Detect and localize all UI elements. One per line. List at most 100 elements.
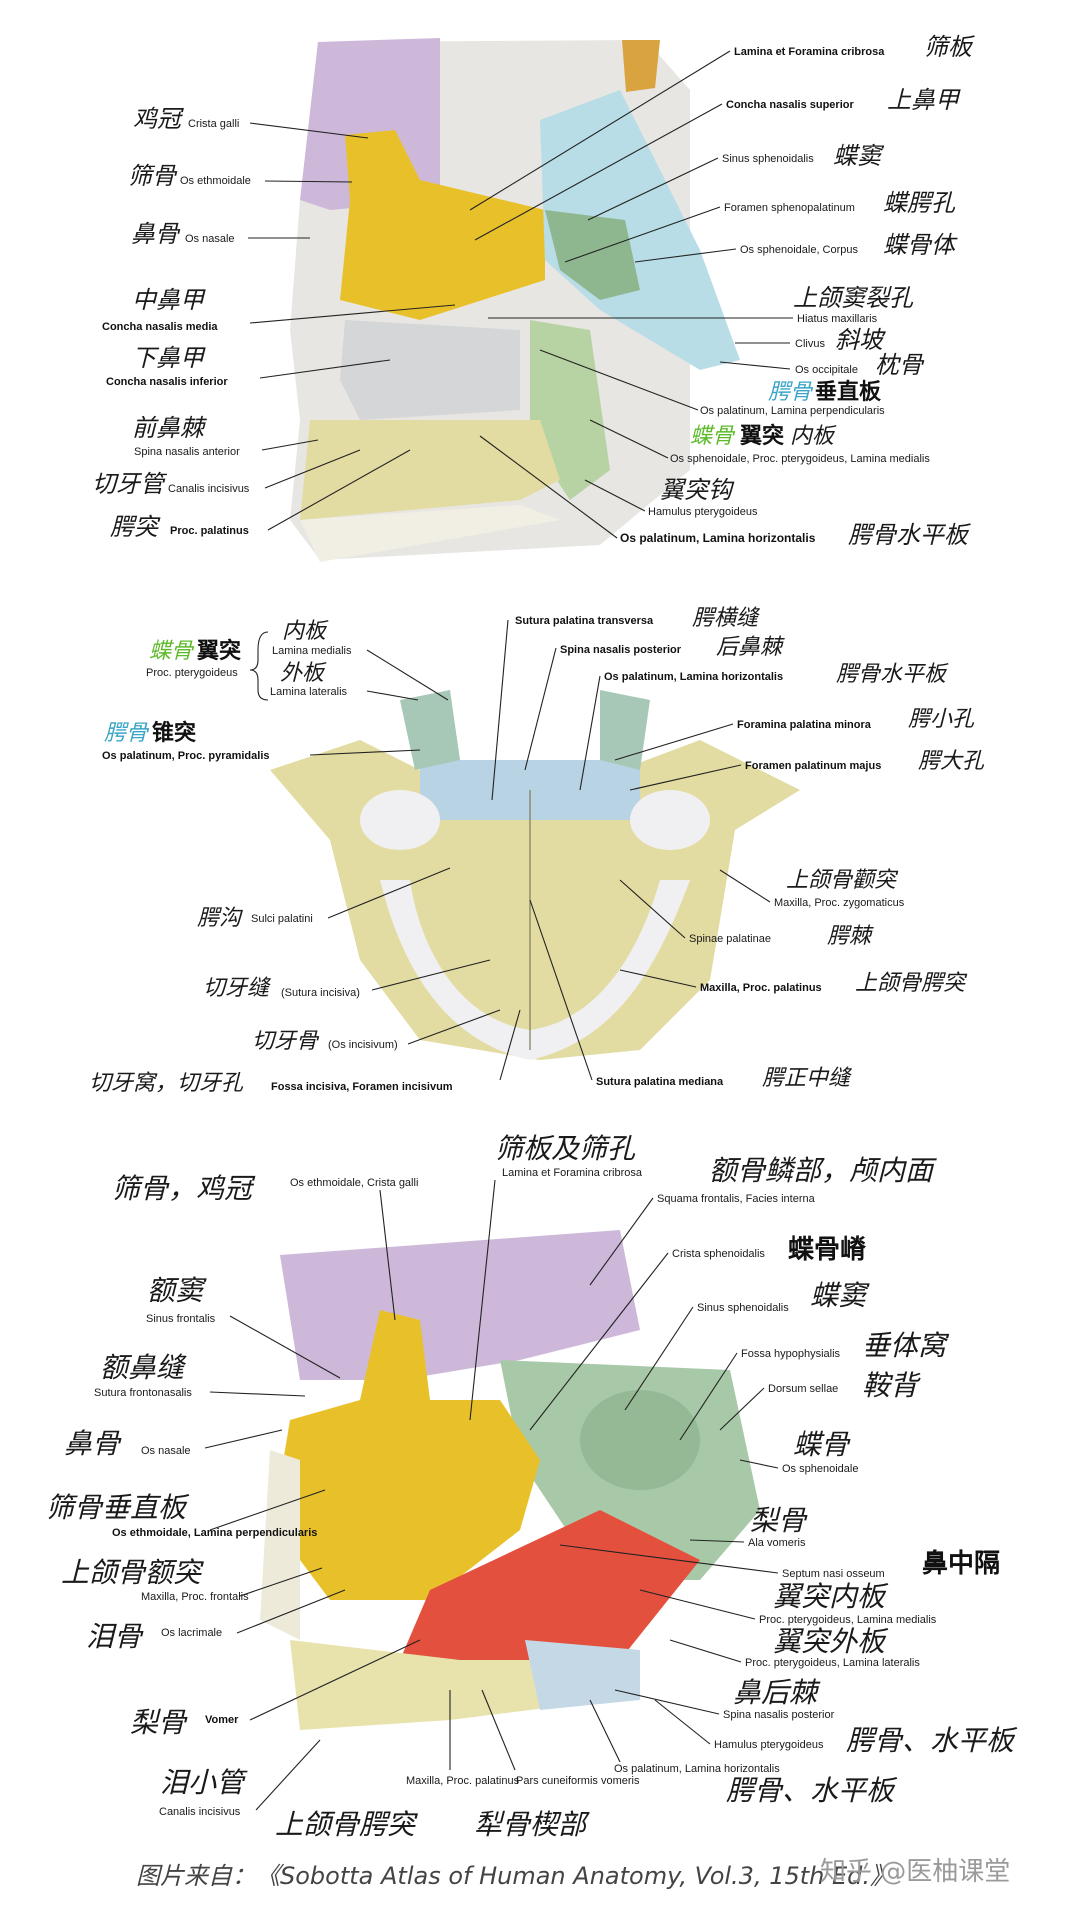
- label-la: Proc. palatinus: [170, 525, 249, 537]
- label-la: Pars cuneiformis vomeris: [516, 1775, 640, 1787]
- label-la: Foramen sphenopalatinum: [724, 202, 855, 214]
- pterygoid-right-shape: [600, 690, 650, 770]
- label-zh: 筛骨: [128, 162, 178, 190]
- label-zh: 翼突钩: [660, 476, 735, 504]
- label-zh: 上颌骨颧突: [786, 868, 899, 893]
- ethmoid-perpendicular-shape: [280, 1310, 540, 1600]
- label-zh: 鼻骨: [131, 220, 181, 248]
- label-zh: 腭大孔: [918, 749, 985, 774]
- label-zh: 腭横缝: [692, 606, 761, 631]
- label-zh: 垂直板: [815, 379, 882, 405]
- label-la: Sinus sphenoidalis: [722, 153, 814, 165]
- label-zh: 筛板及筛孔: [495, 1132, 636, 1165]
- label-zh: 筛骨垂直板: [46, 1491, 190, 1524]
- label-zh: 蝶骨嵴: [788, 1235, 867, 1265]
- label-la: Septum nasi osseum: [782, 1568, 885, 1580]
- label-la: Clivus: [795, 338, 825, 350]
- vomer-shape: [400, 1510, 700, 1690]
- label-la: Maxilla, Proc. palatinus: [406, 1775, 520, 1787]
- label-la: Os palatinum, Lamina horizontalis: [620, 531, 816, 545]
- label-zh: 犁骨楔部: [474, 1808, 590, 1841]
- label-zh: 下鼻甲: [132, 344, 206, 372]
- label-zh: 内板: [790, 424, 837, 449]
- label-zh: 泪骨: [86, 1620, 144, 1653]
- label-la: Os nasale: [141, 1445, 191, 1457]
- label-la: Sutura palatina transversa: [515, 615, 654, 627]
- label-zh: 腭突: [110, 513, 161, 541]
- label-zh: 鼻骨: [64, 1427, 122, 1460]
- label-la: Sinus sphenoidalis: [697, 1302, 789, 1314]
- palatine-horizontal-shape: [525, 1640, 640, 1710]
- ethmoid-shape: [340, 130, 545, 320]
- label-la: Foramina palatina minora: [737, 719, 872, 731]
- figure-lateral-nasal-wall: [290, 38, 740, 562]
- fig1-right-labels: Lamina et Foramina cribrosa 筛板 Concha na…: [469, 33, 975, 549]
- label-la: Os palatinum, Lamina perpendicularis: [700, 405, 885, 417]
- label-la: Spinae palatinae: [689, 933, 771, 945]
- label-zh: 上颌窦裂孔: [793, 284, 914, 312]
- label-zh: 腭骨、水平板: [846, 1724, 1018, 1757]
- label-zh: 腭骨、水平板: [726, 1774, 898, 1807]
- label-zh: 切牙骨: [252, 1029, 320, 1054]
- label-zh: 额骨鳞部，颅内面: [709, 1154, 937, 1187]
- label-zh: 中鼻甲: [132, 286, 206, 314]
- watermark: 知乎 @医柚课堂: [820, 1857, 1010, 1887]
- molar-left-shape: [360, 790, 440, 850]
- label-la: Canalis incisivus: [168, 483, 250, 495]
- label-zh: 蝶窦: [810, 1279, 870, 1312]
- label-zh: 鼻后棘: [733, 1676, 821, 1709]
- label-zh: 筛板: [924, 33, 975, 61]
- label-la: (Os incisivum): [328, 1039, 398, 1051]
- label-la: Maxilla, Proc. frontalis: [141, 1591, 249, 1603]
- label-la: Spina nasalis posterior: [560, 644, 682, 656]
- fig2-labels: 蝶骨 翼突 Proc. pterygoideus 内板 Lamina media…: [89, 606, 985, 1096]
- sphenoid-sinus-shape: [580, 1390, 700, 1490]
- label-zh: 锥突: [152, 720, 196, 746]
- figure-nasal-septum: [260, 1230, 760, 1730]
- label-la: Maxilla, Proc. palatinus: [700, 982, 822, 994]
- label-la: Dorsum sellae: [768, 1383, 838, 1395]
- label-la: Sinus frontalis: [146, 1313, 216, 1325]
- label-zh: 翼突: [740, 423, 784, 449]
- label-la: Hiatus maxillaris: [797, 313, 878, 325]
- label-la: Spina nasalis posterior: [723, 1709, 835, 1721]
- label-zh: 内板: [282, 619, 329, 644]
- label-zh: 鼻中隔: [922, 1549, 1000, 1579]
- label-la: Hamulus pterygoideus: [714, 1739, 824, 1751]
- label-zh: 蝶骨: [149, 639, 195, 664]
- label-la: Crista galli: [188, 118, 239, 130]
- frontal-bone-shape: [280, 1230, 640, 1380]
- teeth-shape: [300, 505, 560, 562]
- label-la: Crista sphenoidalis: [672, 1248, 765, 1260]
- label-zh: 筛骨，鸡冠: [112, 1172, 256, 1205]
- label-la: Lamina medialis: [272, 645, 352, 657]
- label-zh: 梨骨: [130, 1706, 188, 1739]
- label-la: Squama frontalis, Facies interna: [657, 1193, 816, 1205]
- label-la: Concha nasalis media: [102, 321, 218, 333]
- label-zh: 上颌骨额突: [61, 1556, 204, 1589]
- label-la: Os sphenoidale, Corpus: [740, 244, 859, 256]
- label-zh: 腭小孔: [908, 707, 975, 732]
- label-zh: 切牙窝，切牙孔: [89, 1071, 244, 1096]
- label-la: Os palatinum, Proc. pyramidalis: [102, 750, 270, 762]
- label-la: Fossa hypophysialis: [741, 1348, 841, 1360]
- label-zh: 腭正中缝: [762, 1066, 853, 1091]
- pterygoid-left-shape: [400, 690, 460, 770]
- label-zh: 上颌骨腭突: [855, 971, 968, 996]
- label-zh: 泪小管: [160, 1766, 248, 1799]
- label-zh: 垂体窝: [862, 1329, 950, 1362]
- molar-right-shape: [630, 790, 710, 850]
- crista-region-shape: [622, 40, 660, 92]
- label-zh: 翼突: [197, 638, 241, 664]
- label-la: Canalis incisivus: [159, 1806, 241, 1818]
- label-zh: 后鼻棘: [716, 635, 785, 660]
- fig3-labels: 筛骨，鸡冠 Os ethmoidale, Crista galli 筛板及筛孔 …: [46, 1132, 1018, 1841]
- label-la: Foramen palatinum majus: [745, 760, 881, 772]
- label-zh: 外板: [280, 661, 327, 686]
- label-la: Concha nasalis superior: [726, 99, 854, 111]
- label-la: Proc. pterygoideus, Lamina medialis: [759, 1614, 937, 1626]
- label-zh: 翼突外板: [773, 1625, 889, 1658]
- label-zh: 上颌骨腭突: [275, 1808, 418, 1841]
- label-la: Proc. pterygoideus, Lamina lateralis: [745, 1657, 920, 1669]
